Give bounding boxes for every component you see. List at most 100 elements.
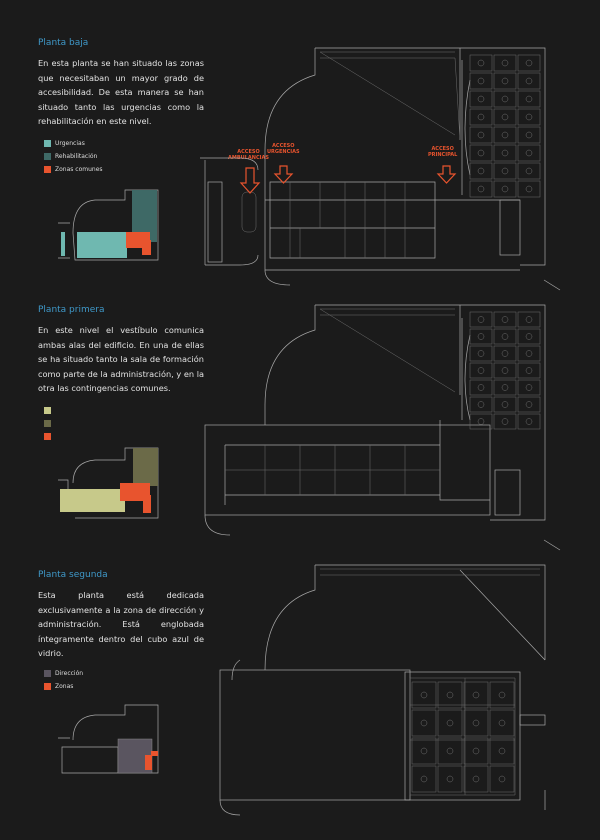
legend-item: Urgencias — [44, 137, 103, 150]
furniture — [477, 350, 485, 357]
legend-swatch — [44, 407, 51, 414]
room — [469, 90, 493, 108]
furniture — [525, 77, 533, 85]
room — [517, 54, 541, 72]
legend-item: Dirección — [44, 667, 83, 680]
legend-swatch — [44, 670, 51, 677]
furniture — [498, 691, 506, 699]
room — [437, 681, 463, 709]
room — [411, 681, 437, 709]
furniture — [446, 691, 454, 699]
legend-planta-primera — [44, 404, 55, 443]
furniture — [477, 367, 485, 374]
furniture — [525, 167, 533, 175]
furniture — [420, 747, 428, 755]
furniture — [477, 95, 485, 103]
furniture — [501, 95, 509, 103]
furniture — [472, 691, 480, 699]
room — [517, 362, 541, 379]
section-planta-segunda: Planta segunda Esta planta está dedicada… — [38, 570, 204, 661]
legend-swatch — [44, 140, 51, 147]
furniture — [477, 333, 485, 340]
key-plan-planta-baja — [58, 189, 159, 261]
section-title: Planta primera — [38, 305, 105, 315]
furniture — [525, 367, 533, 374]
furniture — [446, 775, 454, 783]
key-plan-planta-segunda — [58, 704, 159, 774]
room — [489, 709, 515, 737]
room — [493, 328, 517, 345]
legend-item: Zonas comunes — [44, 163, 103, 176]
furniture — [501, 367, 509, 374]
plan-planta-segunda — [219, 564, 546, 816]
legend-label: Zonas — [55, 683, 74, 690]
furniture — [498, 775, 506, 783]
room — [469, 72, 493, 90]
room — [469, 126, 493, 144]
plan-planta-primera — [204, 304, 561, 551]
furniture — [525, 384, 533, 391]
room — [493, 162, 517, 180]
room — [493, 379, 517, 396]
room — [469, 54, 493, 72]
room — [517, 126, 541, 144]
furniture — [477, 59, 485, 67]
furniture — [501, 333, 509, 340]
room — [517, 144, 541, 162]
section-planta-baja: Planta baja En esta planta se han situad… — [38, 38, 204, 129]
room — [493, 90, 517, 108]
furniture — [525, 350, 533, 357]
furniture — [477, 167, 485, 175]
furniture — [472, 775, 480, 783]
furniture — [477, 113, 485, 121]
furniture — [472, 719, 480, 727]
legend-swatch — [44, 683, 51, 690]
room — [469, 396, 493, 413]
legend-item — [44, 404, 55, 417]
room — [489, 737, 515, 765]
furniture — [420, 719, 428, 727]
furniture — [525, 418, 533, 425]
furniture — [525, 59, 533, 67]
furniture — [477, 131, 485, 139]
room — [493, 144, 517, 162]
furniture — [477, 384, 485, 391]
furniture — [498, 747, 506, 755]
access-label-ambulancias: ACCESO AMBULANCIAS — [228, 149, 269, 161]
legend-swatch — [44, 153, 51, 160]
room — [493, 345, 517, 362]
room — [517, 328, 541, 345]
room — [517, 72, 541, 90]
section-planta-primera: Planta primera En este nivel el vestíbul… — [38, 305, 204, 396]
room — [493, 54, 517, 72]
room — [493, 311, 517, 328]
room — [517, 108, 541, 126]
section-text: Esta planta está dedicada exclusivamente… — [38, 590, 204, 659]
furniture — [501, 350, 509, 357]
furniture — [501, 59, 509, 67]
section-title: Planta baja — [38, 38, 89, 48]
furniture — [501, 401, 509, 408]
furniture — [525, 113, 533, 121]
room — [469, 162, 493, 180]
furniture — [420, 691, 428, 699]
furniture — [477, 149, 485, 157]
furniture — [525, 185, 533, 193]
room — [517, 311, 541, 328]
legend-swatch — [44, 166, 51, 173]
legend-item: Zonas — [44, 680, 83, 693]
furniture — [472, 747, 480, 755]
furniture — [525, 131, 533, 139]
room — [517, 396, 541, 413]
furniture — [446, 719, 454, 727]
legend-label: Urgencias — [55, 140, 85, 147]
furniture — [477, 316, 485, 323]
furniture — [477, 77, 485, 85]
room — [493, 413, 517, 430]
room — [469, 413, 493, 430]
room — [517, 413, 541, 430]
furniture — [446, 747, 454, 755]
room — [411, 765, 437, 793]
room — [489, 681, 515, 709]
furniture — [525, 333, 533, 340]
